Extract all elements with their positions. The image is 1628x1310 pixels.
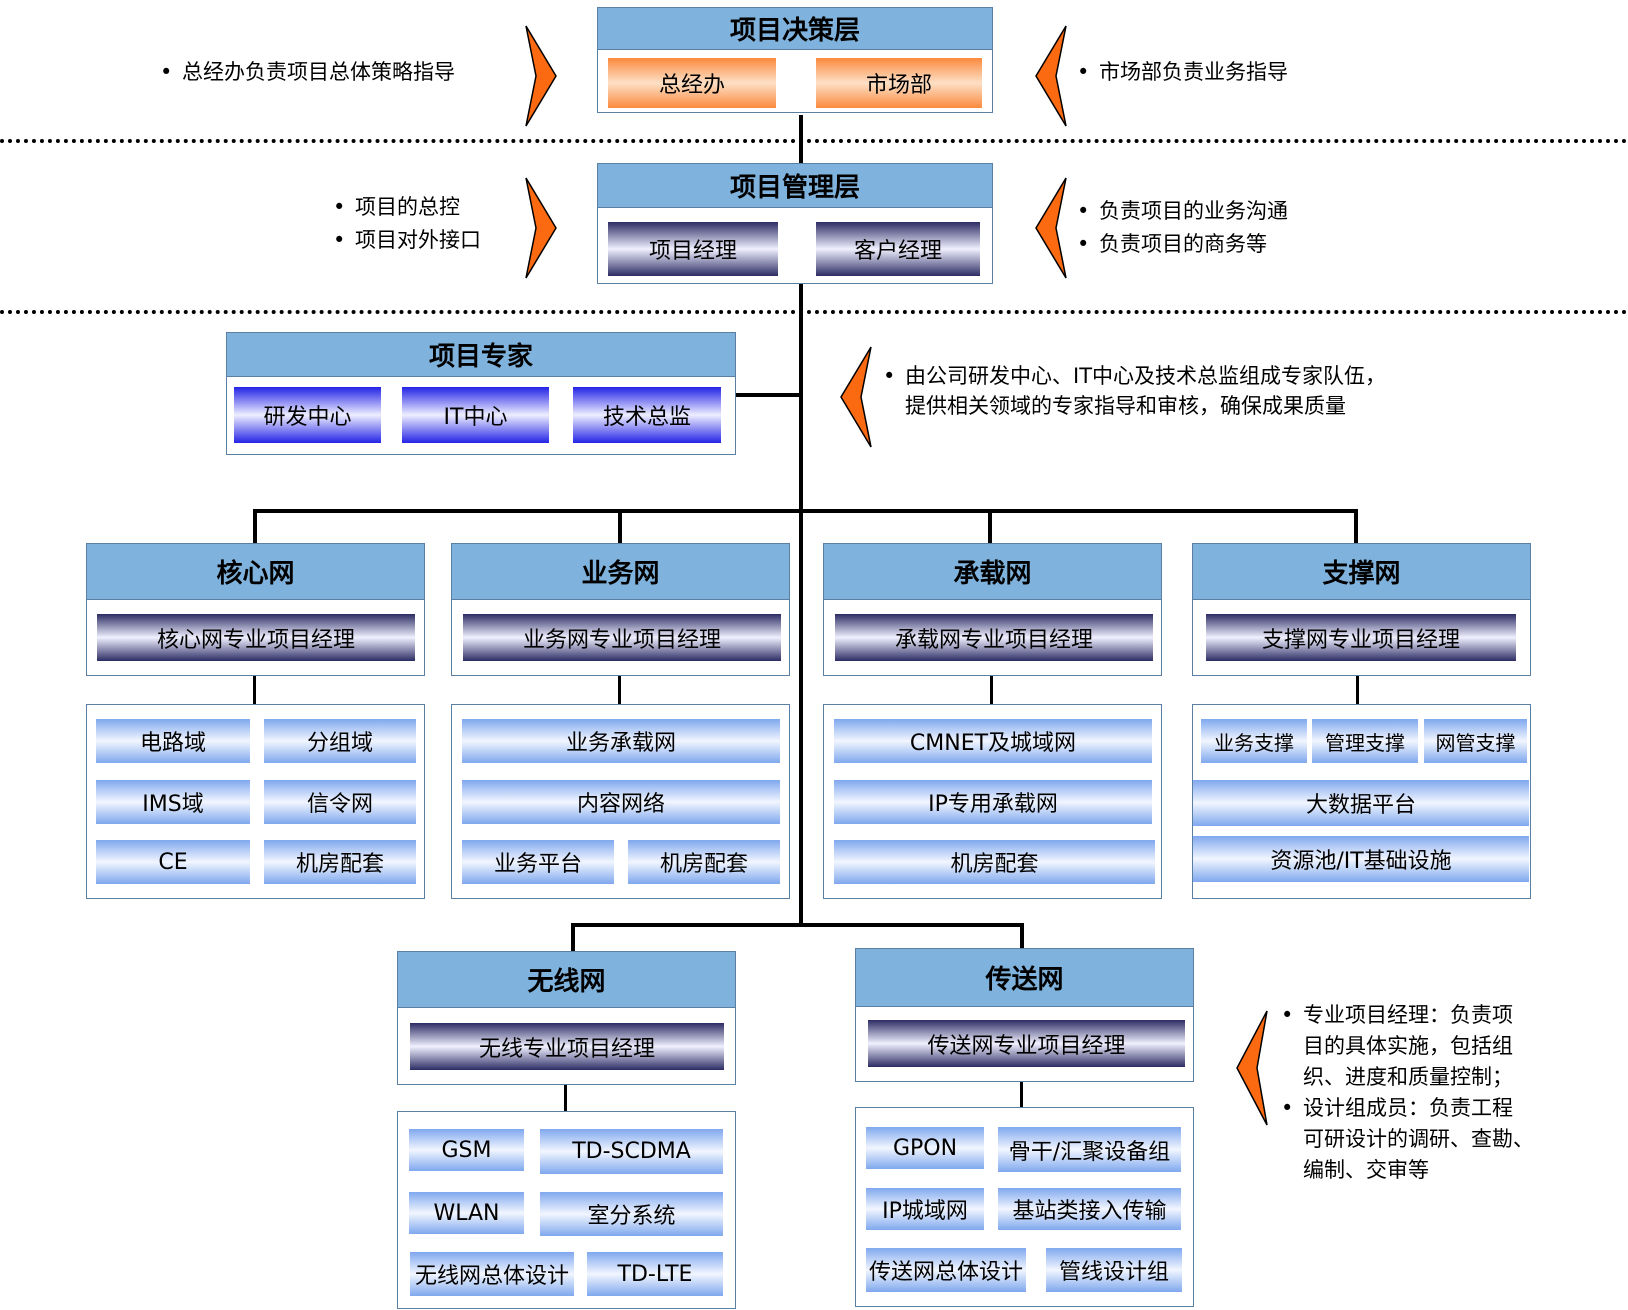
core-network-items: 电路域 分组域 IMS域 信令网 CE 机房配套 — [86, 704, 425, 899]
wireless-item-gsm: GSM — [409, 1129, 524, 1171]
core-item-ims: IMS域 — [96, 780, 250, 824]
bearer-item-ip-dedicated: IP专用承载网 — [834, 780, 1152, 824]
management-item-account-manager: 客户经理 — [816, 222, 980, 276]
connector-core — [253, 509, 257, 543]
bearer-item-cmnet: CMNET及城域网 — [834, 719, 1152, 763]
separator-management — [0, 310, 1628, 314]
bearer-network-title: 承载网 — [824, 544, 1161, 600]
wireless-item-td-scdma: TD-SCDMA — [540, 1129, 723, 1174]
transport-item-overall-design: 传送网总体设计 — [866, 1248, 1026, 1292]
bearer-item-facility: 机房配套 — [834, 840, 1155, 884]
transport-network-box: 传送网 传送网专业项目经理 — [855, 948, 1194, 1082]
bearer-network-box: 承载网 承载网专业项目经理 — [823, 543, 1162, 676]
experts-title: 项目专家 — [227, 333, 735, 377]
connector-transport — [1020, 923, 1024, 948]
connector-support — [1354, 509, 1358, 543]
core-item-circuit: 电路域 — [96, 719, 250, 763]
support-item-resource-pool: 资源池/IT基础设施 — [1193, 836, 1529, 882]
decision-note-left: •总经办负责项目总体策略指导 — [160, 60, 455, 84]
separator-decision — [0, 139, 1628, 143]
wireless-network-items: GSM TD-SCDMA WLAN 室分系统 无线网总体设计 TD-LTE — [397, 1111, 736, 1309]
management-layer-title: 项目管理层 — [598, 164, 992, 208]
wireless-item-overall-design: 无线网总体设计 — [410, 1252, 574, 1296]
support-network-title: 支撑网 — [1193, 544, 1530, 600]
connector-service-sub — [618, 676, 621, 704]
service-network-items: 业务承载网 内容网络 业务平台 机房配套 — [451, 704, 790, 899]
decision-layer-box: 项目决策层 总经办 市场部 — [597, 7, 993, 113]
experts-note: •由公司研发中心、IT中心及技术总监组成专家队伍， 提供相关领域的专家指导和审核… — [883, 364, 1387, 418]
service-item-platform: 业务平台 — [462, 840, 614, 884]
wireless-network-title: 无线网 — [398, 952, 735, 1008]
transport-item-pipeline: 管线设计组 — [1046, 1248, 1182, 1292]
support-network-box: 支撑网 支撑网专业项目经理 — [1192, 543, 1531, 676]
connector-core-sub — [253, 676, 256, 704]
connector-service — [618, 509, 622, 543]
wireless-network-manager: 无线专业项目经理 — [410, 1023, 724, 1070]
connector-transport-sub — [1020, 1081, 1023, 1107]
support-network-items: 业务支撑 管理支撑 网管支撑 大数据平台 资源池/IT基础设施 — [1192, 704, 1531, 899]
expert-item-it-center: IT中心 — [402, 387, 549, 443]
connector-support-sub — [1356, 676, 1359, 704]
arrow-left-icon — [1236, 1010, 1268, 1126]
core-network-box: 核心网 核心网专业项目经理 — [86, 543, 425, 676]
connector-bearer-sub — [990, 676, 993, 704]
decision-item-general-office: 总经办 — [608, 58, 776, 108]
wireless-network-box: 无线网 无线专业项目经理 — [397, 951, 736, 1085]
expert-item-tech-director: 技术总监 — [573, 387, 721, 443]
decision-item-marketing: 市场部 — [816, 58, 982, 108]
service-network-box: 业务网 业务网专业项目经理 — [451, 543, 790, 676]
core-item-ce: CE — [96, 840, 250, 884]
connector-row1-bus — [253, 509, 1358, 513]
support-network-manager: 支撑网专业项目经理 — [1206, 614, 1516, 661]
management-item-project-manager: 项目经理 — [608, 222, 778, 276]
transport-network-items: GPON 骨干/汇聚设备组 IP城域网 基站类接入传输 传送网总体设计 管线设计… — [855, 1107, 1194, 1307]
bearer-network-manager: 承载网专业项目经理 — [835, 614, 1153, 661]
bottom-note: •专业项目经理：负责项 目的具体实施，包括组 织、进度和质量控制； •设计组成员… — [1281, 1003, 1534, 1182]
transport-item-backbone: 骨干/汇聚设备组 — [998, 1127, 1181, 1172]
connector-wireless — [571, 923, 575, 951]
management-note-right: •负责项目的业务沟通 •负责项目的商务等 — [1077, 199, 1288, 256]
wireless-item-indoor: 室分系统 — [540, 1192, 723, 1236]
expert-item-rd-center: 研发中心 — [234, 387, 381, 443]
transport-network-manager: 传送网专业项目经理 — [868, 1020, 1185, 1067]
experts-box: 项目专家 研发中心 IT中心 技术总监 — [226, 332, 736, 455]
service-item-facility: 机房配套 — [628, 840, 780, 884]
arrow-right-icon — [525, 177, 557, 279]
transport-item-gpon: GPON — [866, 1127, 984, 1169]
service-network-manager: 业务网专业项目经理 — [463, 614, 781, 661]
support-item-management: 管理支撑 — [1312, 719, 1418, 763]
arrow-left-icon — [1035, 25, 1067, 127]
service-item-content: 内容网络 — [462, 780, 780, 824]
decision-layer-title: 项目决策层 — [598, 8, 992, 50]
transport-network-title: 传送网 — [856, 949, 1193, 1007]
connector-experts — [733, 393, 801, 397]
management-layer-box: 项目管理层 项目经理 客户经理 — [597, 163, 993, 284]
bearer-network-items: CMNET及城域网 IP专用承载网 机房配套 — [823, 704, 1162, 899]
arrow-left-icon — [1035, 177, 1067, 279]
wireless-item-td-lte: TD-LTE — [587, 1252, 723, 1296]
core-item-signaling: 信令网 — [264, 780, 416, 824]
connector-trunk — [799, 115, 803, 925]
wireless-item-wlan: WLAN — [409, 1192, 524, 1234]
core-network-manager: 核心网专业项目经理 — [97, 614, 415, 661]
support-item-nms: 网管支撑 — [1424, 719, 1527, 763]
support-item-bigdata: 大数据平台 — [1193, 780, 1529, 826]
core-network-title: 核心网 — [87, 544, 424, 600]
connector-wireless-sub — [564, 1085, 567, 1111]
connector-row2-bus — [571, 923, 1024, 927]
decision-note-right: •市场部负责业务指导 — [1077, 60, 1288, 84]
service-network-title: 业务网 — [452, 544, 789, 600]
core-item-packet: 分组域 — [264, 719, 416, 763]
support-item-business: 业务支撑 — [1201, 719, 1307, 763]
transport-item-ip-metro: IP城域网 — [866, 1188, 984, 1230]
management-note-left: •项目的总控 •项目对外接口 — [333, 195, 481, 252]
service-item-bearer: 业务承载网 — [462, 719, 780, 763]
arrow-right-icon — [525, 25, 557, 127]
connector-bearer — [988, 509, 992, 543]
transport-item-station-access: 基站类接入传输 — [998, 1188, 1181, 1230]
core-item-facility: 机房配套 — [264, 840, 416, 884]
arrow-left-icon — [840, 346, 872, 448]
